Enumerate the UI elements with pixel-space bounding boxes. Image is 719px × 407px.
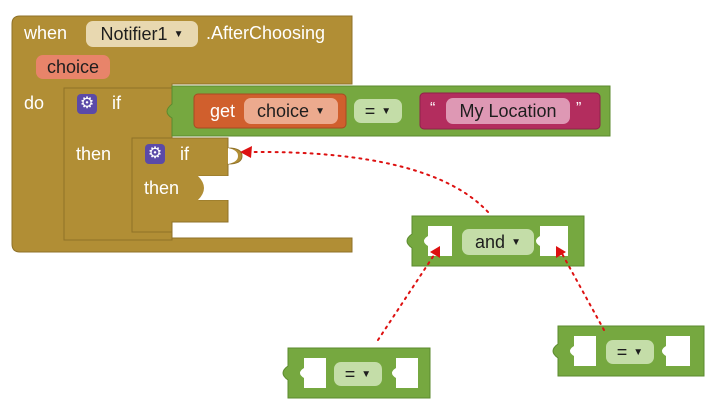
dropdown-arrow-icon: ▼ (361, 368, 372, 380)
gear-icon[interactable]: ⚙ (77, 94, 97, 114)
variable-name: choice (257, 100, 310, 121)
string-value: My Location (459, 100, 557, 121)
string-value-field[interactable]: My Location (446, 98, 570, 124)
compare-right-socket-b[interactable] (662, 336, 690, 366)
arrow-head-and-right (556, 246, 566, 258)
inner-if-condition-socket[interactable] (198, 176, 240, 200)
compare-left-socket-b[interactable] (392, 358, 418, 388)
do-label: do (24, 93, 45, 113)
dropdown-arrow-icon: ▼ (173, 28, 184, 40)
when-label: when (24, 23, 68, 43)
and-operator-dropdown[interactable]: and ▼ (462, 229, 534, 255)
compare-left-operator: = (344, 363, 356, 384)
compare-right-operator-dropdown[interactable]: = ▼ (606, 340, 654, 364)
and-operator: and (475, 231, 506, 252)
compare-right-socket-a[interactable] (570, 336, 596, 366)
compare-left-socket-a[interactable] (300, 358, 326, 388)
event-name: .AfterChoosing (206, 23, 326, 43)
dropdown-arrow-icon: ▼ (511, 236, 521, 248)
event-parameter[interactable]: choice (36, 55, 110, 79)
component-dropdown[interactable]: Notifier1 ▼ (86, 21, 198, 47)
parameter-name: choice (46, 56, 100, 77)
inner-then-label: then (144, 178, 180, 198)
inner-if-input-notch (228, 148, 238, 164)
compare-right-operator: = (616, 341, 628, 362)
arrow-and-to-inner-if (247, 150, 489, 213)
get-label: get (210, 101, 236, 121)
outer-then-label: then (76, 144, 112, 164)
open-quote: “ (430, 100, 436, 117)
dropdown-arrow-icon: ▼ (633, 346, 644, 358)
close-quote: ” (576, 100, 582, 117)
inner-if-label: if (180, 144, 189, 164)
dropdown-arrow-icon: ▼ (381, 105, 392, 117)
arrow-head-and-left (430, 246, 440, 258)
and-left-socket[interactable] (424, 226, 452, 256)
dropdown-arrow-icon: ▼ (315, 105, 325, 117)
outer-if-label: if (112, 93, 121, 113)
compare-left-operator-dropdown[interactable]: = ▼ (334, 362, 382, 386)
operator-symbol: = (364, 100, 376, 121)
arrow-head-inner-if (240, 146, 252, 158)
gear-icon[interactable]: ⚙ (145, 144, 165, 164)
arrow-right-compare-to-and (559, 249, 605, 331)
component-name: Notifier1 (100, 23, 168, 44)
variable-dropdown[interactable]: choice ▼ (244, 98, 338, 124)
operator-dropdown[interactable]: = ▼ (354, 99, 402, 123)
